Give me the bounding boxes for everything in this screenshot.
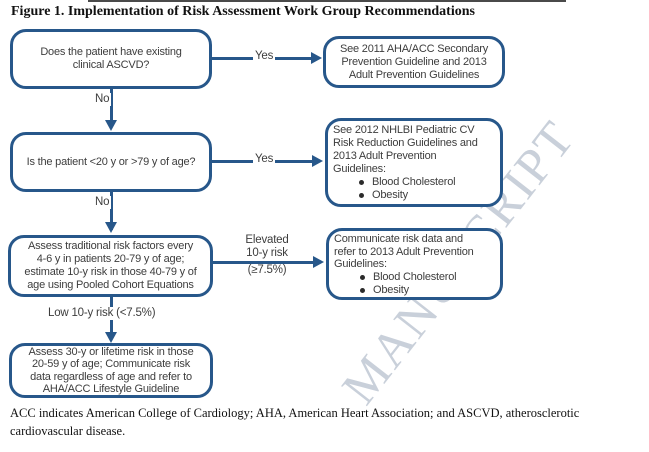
node-communicate-risk-data: Communicate risk data and refer to 2013 …: [326, 228, 503, 300]
label-elevated-risk-top: Elevated 10-y risk: [245, 234, 289, 259]
node-text: Does the patient have existing clinical …: [40, 46, 182, 71]
bullet-text: Obesity: [372, 189, 408, 201]
node-text: Assess traditional risk factors every 4-…: [24, 240, 197, 291]
label-yes-1: Yes: [253, 50, 276, 63]
bullet-item: Blood Cholesterol: [359, 176, 498, 189]
arrow-line-elevated-risk: [213, 261, 315, 264]
label-no-1: No: [93, 93, 112, 106]
bullet-text: Obesity: [373, 283, 409, 296]
node-text: Assess 30-y or lifetime risk in those 20…: [28, 345, 194, 395]
node-assess-risk-factors: Assess traditional risk factors every 4-…: [8, 235, 213, 297]
figure-caption: ACC indicates American College of Cardio…: [10, 406, 580, 438]
arrow-line-no-2: [110, 192, 113, 230]
node-assess-lifetime-risk: Assess 30-y or lifetime risk in those 20…: [9, 343, 213, 398]
bullet-item: Obesity: [360, 284, 498, 297]
arrow-head-down-icon: [105, 222, 117, 233]
arrow-head-down-icon: [105, 332, 117, 343]
label-yes-2: Yes: [253, 153, 276, 166]
node-text: See 2012 NHLBI Pediatric CV Risk Reducti…: [333, 124, 478, 175]
node-text: See 2011 AHA/ACC Secondary Prevention Gu…: [339, 42, 489, 81]
bullet-text: Blood Cholesterol: [373, 270, 457, 283]
bullet-text: Blood Cholesterol: [372, 176, 456, 188]
node-text: Is the patient <20 y or >79 y of age?: [26, 155, 196, 168]
label-elevated-risk-bottom: (≥7.5%): [247, 264, 287, 276]
arrow-line-no-1: [110, 89, 113, 123]
label-no-2: No: [93, 196, 112, 209]
bullet-dot-icon: [360, 274, 365, 280]
arrow-head-down-icon: [105, 120, 117, 131]
bullet-dot-icon: [360, 287, 365, 293]
arrow-head-right-icon: [312, 155, 323, 167]
bullet-item: Obesity: [359, 189, 498, 202]
node-see-2011-guidelines: See 2011 AHA/ACC Secondary Prevention Gu…: [323, 36, 505, 88]
figure-title: Figure 1. Implementation of Risk Assessm…: [11, 4, 475, 19]
label-low-risk: Low 10-y risk (<7.5%): [46, 307, 158, 320]
node-age-question: Is the patient <20 y or >79 y of age?: [10, 132, 212, 192]
bullet-item: Blood Cholesterol: [360, 271, 498, 284]
node-text: Communicate risk data and refer to 2013 …: [334, 233, 474, 270]
arrow-head-right-icon: [311, 52, 322, 64]
bullet-dot-icon: [359, 180, 364, 185]
node-existing-ascvd-question: Does the patient have existing clinical …: [10, 29, 212, 89]
arrow-head-right-icon: [313, 256, 324, 268]
bullet-dot-icon: [359, 193, 364, 198]
page-crop-artifact: [88, 0, 566, 2]
node-see-2012-pediatric-guidelines: See 2012 NHLBI Pediatric CV Risk Reducti…: [325, 118, 503, 207]
